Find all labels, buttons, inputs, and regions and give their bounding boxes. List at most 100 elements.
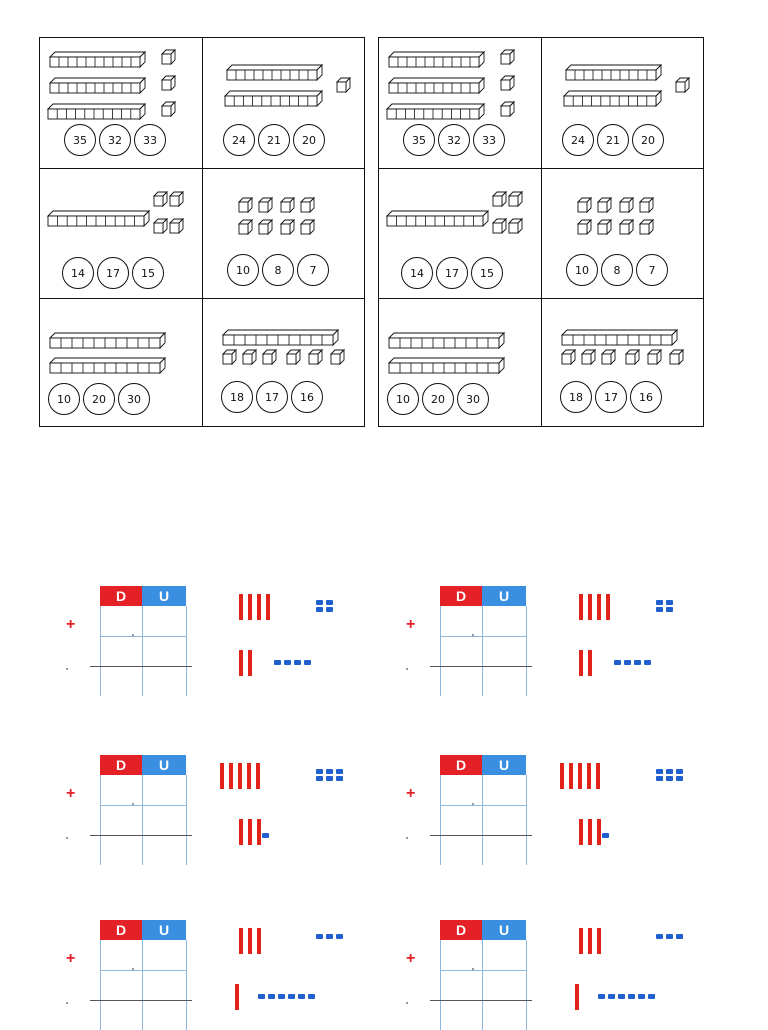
answer-option-circle[interactable]: 7 — [297, 254, 329, 286]
unit-cube-icon — [507, 190, 524, 208]
unit-cube — [638, 994, 645, 999]
answer-option-circle[interactable]: 8 — [601, 254, 633, 286]
answer-option-circle[interactable]: 15 — [471, 257, 503, 289]
sum-line — [90, 1000, 192, 1001]
unit-cube — [316, 600, 323, 605]
answer-option-circle[interactable]: 33 — [134, 124, 166, 156]
table-line — [100, 606, 101, 696]
answer-option-circle[interactable]: 18 — [221, 381, 253, 413]
answer-option-circle[interactable]: 20 — [632, 124, 664, 156]
answer-option-circle[interactable]: 21 — [258, 124, 290, 156]
answer-option-circle[interactable]: 24 — [562, 124, 594, 156]
unit-cube-icon — [618, 218, 635, 236]
ten-rod-icon — [48, 76, 147, 95]
unit-cube — [237, 218, 254, 236]
ten-rod — [596, 763, 600, 789]
answer-option-circle[interactable]: 18 — [560, 381, 592, 413]
unit-cube — [308, 994, 315, 999]
unit-cube — [285, 348, 302, 366]
answer-option-circle[interactable]: 10 — [227, 254, 259, 286]
unit-cubes — [316, 934, 343, 939]
unit-cube-icon — [160, 48, 177, 66]
unit-cube-icon — [576, 218, 593, 236]
unit-cube — [648, 994, 655, 999]
unit-cube — [268, 994, 275, 999]
unit-cube — [278, 994, 285, 999]
unit-cube-icon — [499, 100, 516, 118]
ten-rod — [385, 209, 490, 228]
ten-rod-icon — [564, 63, 663, 82]
ten-rod — [248, 928, 252, 954]
answer-option-circle[interactable]: 24 — [223, 124, 255, 156]
answer-option-circle[interactable]: 20 — [83, 383, 115, 415]
ten-rod — [564, 63, 663, 82]
answer-option-circle[interactable]: 17 — [256, 381, 288, 413]
answer-option-circle[interactable]: 17 — [595, 381, 627, 413]
ten-rod — [225, 63, 324, 82]
plus-sign: + — [66, 785, 76, 802]
dot — [132, 803, 134, 805]
table-line — [482, 606, 483, 696]
unit-cube — [152, 217, 169, 235]
answer-option-circle[interactable]: 20 — [293, 124, 325, 156]
answer-option-circle[interactable]: 14 — [62, 257, 94, 289]
answer-option-circle[interactable]: 21 — [597, 124, 629, 156]
answer-option-circle[interactable]: 17 — [436, 257, 468, 289]
ten-rod — [239, 819, 243, 845]
unit-cube — [316, 607, 323, 612]
ten-rod — [257, 594, 261, 620]
ten-rod — [239, 928, 243, 954]
ten-rod — [257, 819, 261, 845]
answer-option-circle[interactable]: 33 — [473, 124, 505, 156]
ten-rod — [597, 819, 601, 845]
answer-option-circle[interactable]: 10 — [48, 383, 80, 415]
answer-option-circle[interactable]: 20 — [422, 383, 454, 415]
table-line — [440, 606, 441, 696]
unit-cube-icon — [168, 190, 185, 208]
dot — [132, 634, 134, 636]
answer-option-circle[interactable]: 10 — [566, 254, 598, 286]
answer-option-circle[interactable]: 32 — [99, 124, 131, 156]
ten-rod — [562, 89, 663, 108]
tens-rods — [239, 594, 270, 620]
ten-rod — [48, 356, 167, 375]
answer-option-circle[interactable]: 30 — [457, 383, 489, 415]
ten-rod — [587, 763, 591, 789]
answer-option-circle[interactable]: 7 — [636, 254, 668, 286]
answer-option-circle[interactable]: 32 — [438, 124, 470, 156]
answer-option-circle[interactable]: 15 — [132, 257, 164, 289]
ten-rod — [46, 102, 147, 121]
answer-option-circle[interactable]: 14 — [401, 257, 433, 289]
unit-cube — [646, 348, 663, 366]
answer-option-circle[interactable]: 16 — [291, 381, 323, 413]
answer-option-circle[interactable]: 16 — [630, 381, 662, 413]
ten-rod — [235, 984, 239, 1010]
grid-divider — [40, 298, 364, 299]
answer-option-circle[interactable]: 10 — [387, 383, 419, 415]
sum-line — [430, 1000, 532, 1001]
table-line — [142, 606, 143, 696]
answer-option-circle[interactable]: 17 — [97, 257, 129, 289]
ten-rod-icon — [221, 328, 340, 347]
answer-option-circle[interactable]: 35 — [64, 124, 96, 156]
answer-option-circle[interactable]: 30 — [118, 383, 150, 415]
table-line — [100, 775, 101, 865]
tens-rods — [235, 984, 239, 1010]
unit-cube — [576, 218, 593, 236]
dot — [406, 837, 408, 839]
unit-cube — [666, 607, 673, 612]
answer-option-circle[interactable]: 8 — [262, 254, 294, 286]
unit-cube — [160, 100, 177, 118]
unit-cube-icon — [576, 196, 593, 214]
unit-cube-icon — [499, 74, 516, 92]
answer-option-circle[interactable]: 35 — [403, 124, 435, 156]
